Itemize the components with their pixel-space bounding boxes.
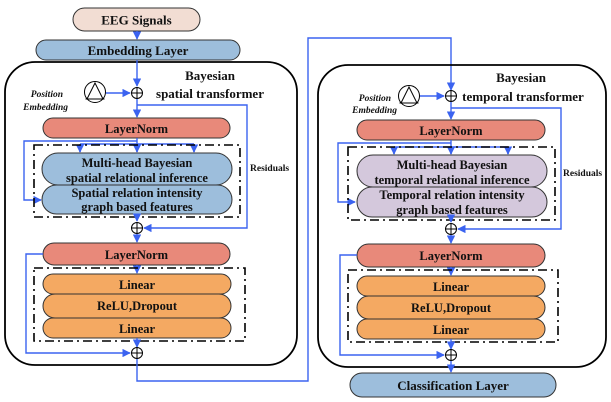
temporal-ffn-relu-dropout: ReLU,Dropout bbox=[356, 295, 546, 320]
ffn-label: ReLU,Dropout bbox=[411, 301, 492, 315]
spatial-residual-connection-1 bbox=[137, 104, 248, 233]
graph-features-label-1: Spatial relation intensity bbox=[71, 186, 203, 200]
attention-label-1: Multi-head Bayesian bbox=[82, 156, 193, 170]
temporal-position-embedding-label-1: Position bbox=[359, 94, 391, 104]
spatial-layernorm-1: LayerNorm bbox=[42, 117, 231, 139]
temporal-title-line1: Bayesian bbox=[496, 70, 547, 85]
classification-layer-node: Classification Layer bbox=[349, 372, 557, 398]
add-node-icon bbox=[131, 222, 143, 234]
spatial-title-line2: spatial transformer bbox=[156, 86, 264, 101]
attention-label-2: spatial relational inference bbox=[66, 171, 208, 185]
temporal-residual-connection-1 bbox=[451, 107, 562, 234]
layernorm-label: LayerNorm bbox=[419, 124, 483, 138]
spatial-residual-connection-2 bbox=[25, 253, 131, 358]
temporal-panel-border bbox=[317, 64, 607, 368]
sine-wave-position-icon bbox=[84, 81, 106, 103]
ffn-label: Linear bbox=[119, 322, 156, 336]
layernorm-label: LayerNorm bbox=[105, 248, 169, 262]
spatial-ffn-linear-2: Linear bbox=[42, 317, 232, 339]
add-node-icon bbox=[131, 87, 143, 99]
arrow-skip-to-graph-features bbox=[23, 140, 137, 205]
temporal-layernorm-1: LayerNorm bbox=[356, 119, 546, 141]
temporal-attention-block: Multi-head Bayesian temporal relational … bbox=[356, 154, 548, 188]
ffn-label: Linear bbox=[119, 278, 156, 292]
temporal-title-line2: temporal transformer bbox=[462, 89, 584, 104]
classification-layer-box bbox=[349, 372, 557, 398]
temporal-ffn-linear-2: Linear bbox=[356, 318, 546, 340]
spatial-layernorm-2: LayerNorm bbox=[42, 242, 231, 266]
arrow-spatial-to-temporal bbox=[136, 37, 456, 382]
spatial-residuals-label: Residuals bbox=[250, 164, 289, 174]
graph-features-label-2: graph based features bbox=[396, 203, 508, 217]
temporal-layernorm-2: LayerNorm bbox=[356, 243, 546, 268]
embedding-layer-node: Embedding Layer bbox=[35, 39, 241, 61]
classification-layer-label: Classification Layer bbox=[397, 378, 509, 393]
layernorm-label: LayerNorm bbox=[105, 122, 169, 136]
embedding-layer-box bbox=[35, 39, 241, 61]
temporal-residual-connection-2 bbox=[339, 254, 445, 360]
sine-wave-position-icon bbox=[398, 85, 420, 107]
layernorm-label: LayerNorm bbox=[419, 249, 483, 263]
eeg-signals-node: EEG Signals bbox=[72, 7, 201, 32]
attention-label-1: Multi-head Bayesian bbox=[397, 158, 508, 172]
spatial-ffn-relu-dropout: ReLU,Dropout bbox=[42, 293, 232, 319]
spatial-transformer-panel: Bayesian spatial transformer Position Em… bbox=[4, 60, 298, 366]
graph-features-label-1: Temporal relation intensity bbox=[379, 188, 525, 202]
ffn-label: Linear bbox=[433, 280, 470, 294]
add-node-icon bbox=[445, 349, 457, 361]
temporal-graph-features-block: Temporal relation intensity graph based … bbox=[356, 186, 548, 218]
spatial-panel-border bbox=[4, 61, 298, 366]
embedding-layer-label: Embedding Layer bbox=[88, 43, 189, 58]
spatial-title-line1: Bayesian bbox=[185, 68, 236, 83]
add-node-icon bbox=[445, 90, 457, 102]
spatial-graph-features-block: Spatial relation intensity graph based f… bbox=[41, 184, 233, 215]
temporal-residuals-label: Residuals bbox=[563, 169, 602, 179]
spatial-attention-block: Multi-head Bayesian spatial relational i… bbox=[41, 152, 233, 186]
spatial-position-embedding-label-2: Embedding bbox=[22, 103, 68, 113]
temporal-position-embedding-label-2: Embedding bbox=[351, 106, 397, 116]
spatial-ffn-linear-1: Linear bbox=[42, 273, 232, 295]
attention-label-2: temporal relational inference bbox=[374, 173, 530, 187]
ffn-label: Linear bbox=[433, 323, 470, 337]
spatial-ffn-dashed-group bbox=[33, 267, 246, 342]
arrow-skip-to-graph-features bbox=[337, 142, 451, 207]
temporal-transformer-panel: Bayesian temporal transformer Position E… bbox=[317, 64, 607, 368]
ffn-label: ReLU,Dropout bbox=[97, 299, 178, 313]
add-node-icon bbox=[445, 223, 457, 235]
spatial-position-embedding-label-1: Position bbox=[31, 90, 63, 100]
graph-features-label-2: graph based features bbox=[81, 200, 193, 214]
eeg-signals-label: EEG Signals bbox=[101, 13, 171, 28]
temporal-ffn-linear-1: Linear bbox=[356, 275, 546, 297]
add-node-icon bbox=[131, 347, 143, 359]
